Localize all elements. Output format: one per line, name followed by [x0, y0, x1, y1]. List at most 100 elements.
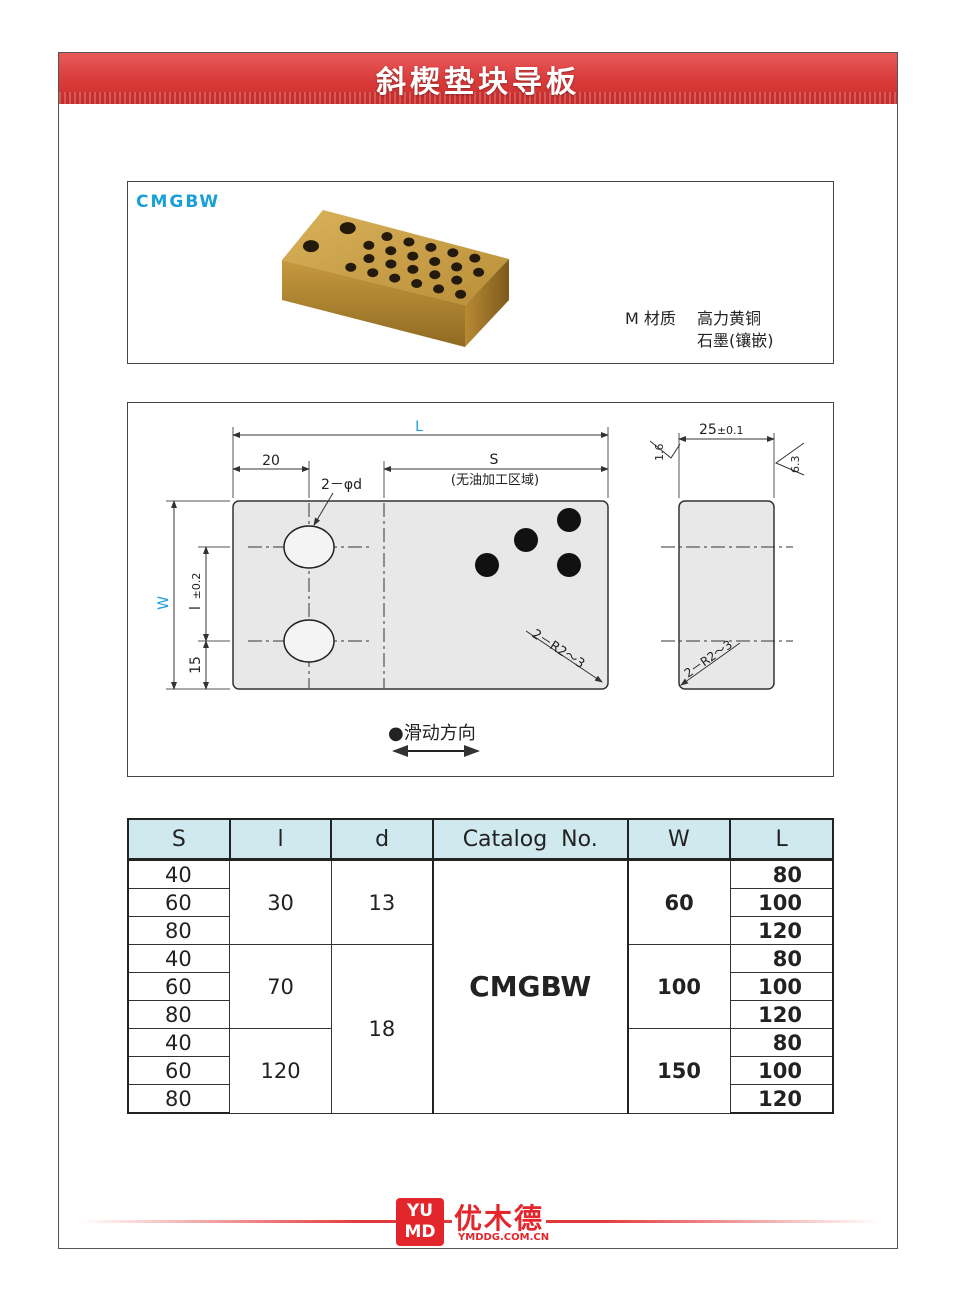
graphite-plug: [363, 254, 375, 264]
material-spec: M 材质 高力黄铜 石墨(镶嵌): [625, 308, 774, 352]
mount-hole-bottom: [283, 619, 335, 663]
material-key: M 材质: [625, 309, 676, 328]
cell-catalog: CMGBW: [431, 859, 629, 1114]
graphite-plug: [381, 232, 393, 242]
block-side-face: [465, 259, 509, 347]
graphite-plug: [345, 262, 357, 272]
material-line-1: 高力黄铜: [697, 309, 762, 328]
brand-name: 优木德: [452, 1197, 547, 1237]
table-row: 40 120 150 80: [127, 1028, 834, 1114]
cell-L: 120: [729, 1000, 834, 1029]
mount-hole: [302, 240, 319, 253]
graphite-plug: [429, 257, 441, 266]
header-L: L: [729, 818, 834, 861]
front-view-outline: [232, 500, 609, 690]
cell-L: 80: [729, 1028, 834, 1057]
cell-l: 120: [229, 1028, 332, 1114]
model-code: CMGBW: [136, 192, 221, 212]
dim-l: l: [188, 606, 204, 610]
graphite-dot: [514, 528, 538, 552]
logo-top-text: YU: [406, 1201, 434, 1221]
graphite-dot: [557, 508, 581, 532]
cell-S: 60: [127, 1056, 231, 1085]
rough-left: 1.6: [653, 444, 666, 462]
cell-S: 60: [127, 888, 231, 917]
dim-l-tol: ±0.2: [190, 573, 203, 600]
slide-direction-label: ●滑动方向: [388, 723, 476, 744]
graphite-plug: [411, 279, 423, 288]
dim-15: 15: [188, 656, 204, 674]
cell-d: 13: [330, 859, 434, 945]
roughness-right-symbol: [774, 442, 805, 476]
graphite-plug: [451, 275, 463, 285]
roughness-left-symbol: [649, 440, 681, 459]
cell-L: 100: [729, 1056, 834, 1085]
table-row: 40 70 18 100 80: [127, 944, 834, 1114]
graphite-dot: [475, 553, 499, 577]
cell-S: 40: [127, 944, 231, 973]
header-l: l: [228, 818, 333, 861]
cell-L: 100: [729, 972, 834, 1001]
header-S: S: [127, 818, 231, 861]
cell-L: 80: [729, 859, 834, 889]
table-row: 40 30 13 CMGBW 60 80: [127, 859, 834, 1114]
block-front-face: [282, 260, 465, 347]
table-row: 80 120: [127, 1084, 834, 1114]
graphite-plugs: [302, 222, 485, 299]
graphite-plug: [385, 259, 397, 269]
cell-l: 30: [229, 859, 332, 945]
technical-drawing-panel: L 20 S (无油加工区域) 2－φd W l ±0.2: [127, 402, 834, 777]
dim-hole: 2－φd: [321, 477, 362, 493]
spec-table: S l d Catalog No. W L 40 30 13 CMGBW 60 …: [127, 818, 834, 1114]
brand-url: YMDDG.COM.CN: [456, 1232, 552, 1243]
cell-S: 40: [127, 1028, 231, 1057]
graphite-plug: [385, 246, 397, 256]
cell-S: 80: [127, 916, 231, 945]
product-photo-panel: CMGBW M 材质 高力黄铜 石墨(镶嵌): [127, 181, 834, 364]
brand-logo: YU MD: [396, 1198, 444, 1246]
dim-S: S: [490, 452, 499, 468]
graphite-plug: [407, 251, 419, 261]
graphite-plug: [403, 237, 415, 247]
cell-S: 80: [127, 1000, 231, 1029]
table-row: 60 100: [127, 1056, 834, 1085]
header-catalog: Catalog No.: [431, 818, 629, 861]
technical-drawing: L 20 S (无油加工区域) 2－φd W l ±0.2: [156, 419, 805, 757]
cell-W: 60: [626, 859, 731, 945]
graphite-plug: [363, 240, 375, 250]
header-W: W: [626, 818, 732, 861]
product-photo: [282, 210, 509, 347]
material-line-2: 石墨(镶嵌): [697, 331, 774, 350]
dim-25: 25±0.1: [699, 422, 744, 438]
graphite-plug: [367, 268, 379, 278]
graphite-plug: [473, 267, 485, 277]
graphite-plug: [447, 248, 459, 258]
cell-S: 80: [127, 1084, 231, 1114]
cell-W: 150: [626, 1028, 731, 1114]
cell-W: 100: [626, 944, 731, 1029]
header-d: d: [330, 818, 434, 861]
title-banner: 斜楔垫块导板: [59, 53, 897, 104]
cell-l: 70: [229, 944, 332, 1029]
dim-S-note: (无油加工区域): [451, 473, 539, 488]
dim-20: 20: [262, 453, 280, 469]
graphite-plug: [407, 264, 419, 274]
cell-L: 120: [729, 1084, 834, 1114]
cell-L: 100: [729, 888, 834, 917]
dim-W: W: [156, 596, 172, 610]
rough-right: 6.3: [789, 456, 802, 474]
table-row: 60 100: [127, 888, 834, 917]
page-title: 斜楔垫块导板: [376, 64, 580, 100]
graphite-plug: [433, 284, 445, 294]
side-view-outline: [678, 500, 775, 690]
cell-d: 18: [330, 944, 434, 1114]
logo-bottom-text: MD: [404, 1222, 436, 1242]
graphite-plug: [429, 270, 441, 280]
graphite-dot: [557, 553, 581, 577]
cell-S: 40: [127, 859, 231, 889]
graphite-plug: [469, 253, 481, 263]
table-header-row: S l d Catalog No. W L: [127, 818, 834, 861]
mount-hole: [339, 222, 356, 235]
graphite-plug: [389, 273, 401, 283]
table-row: 60 100: [127, 972, 834, 1001]
